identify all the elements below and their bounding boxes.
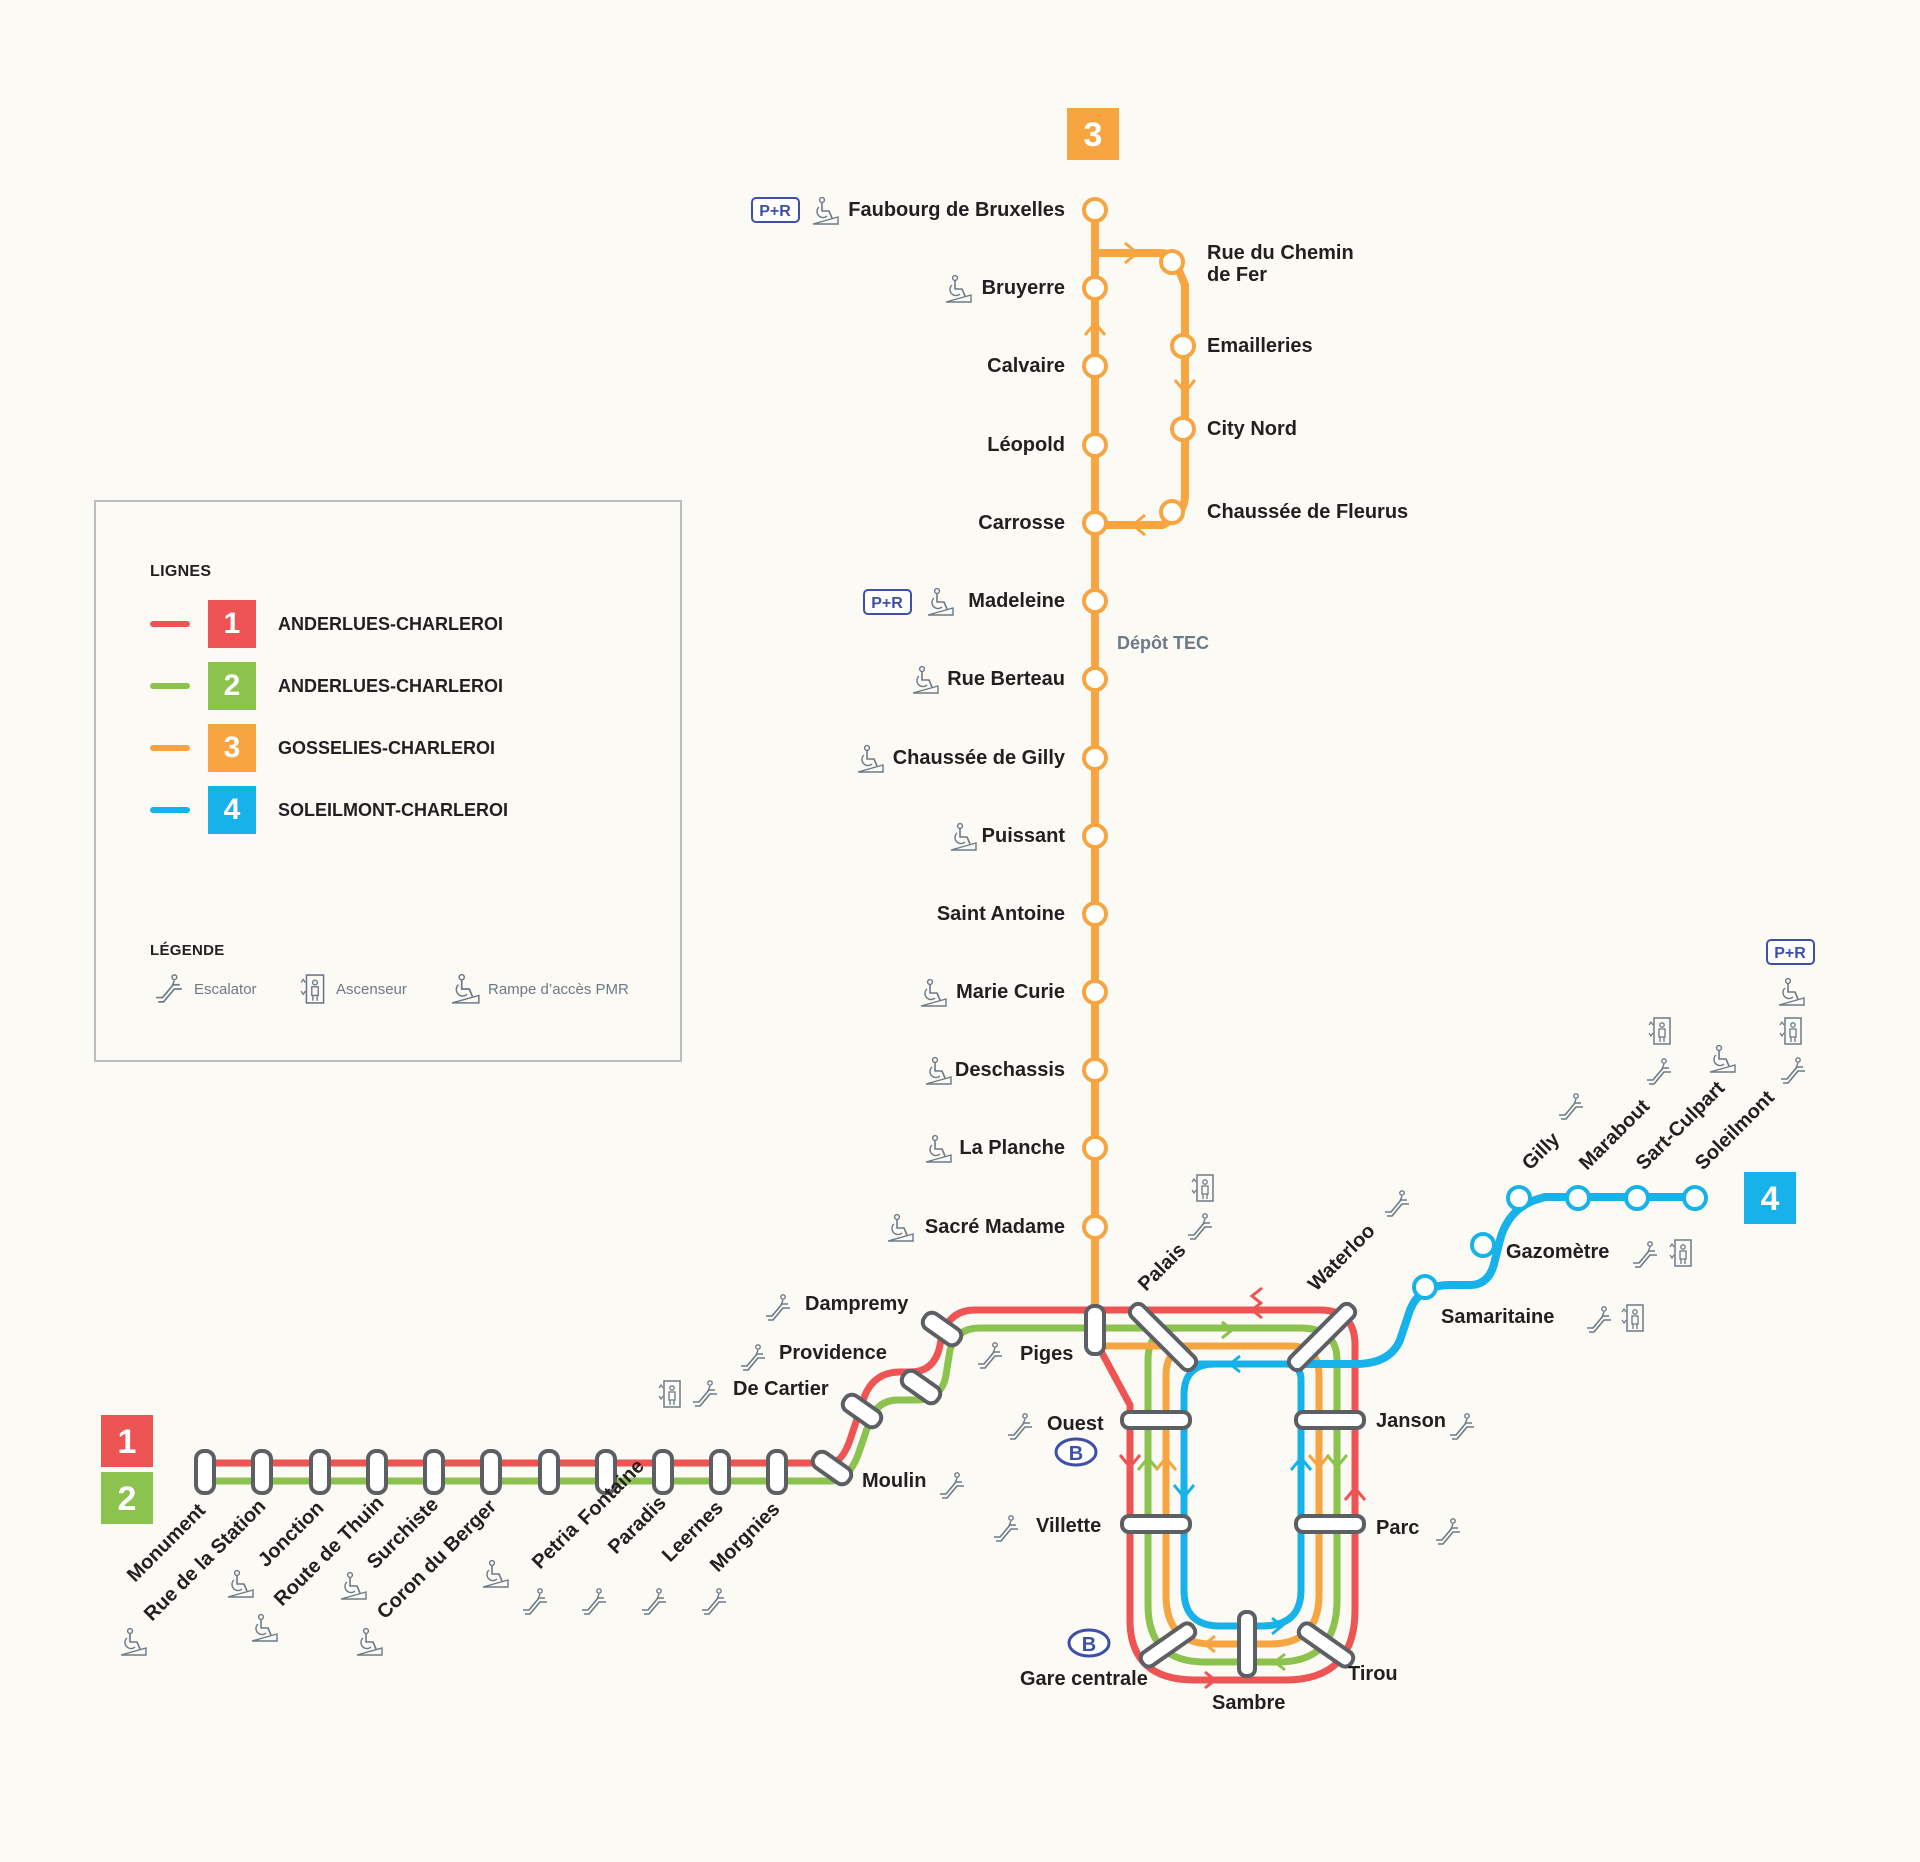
svg-text:Sacré Madame: Sacré Madame	[925, 1216, 1065, 1238]
legend-panel: LIGNES 1 ANDERLUES-CHARLEROI 2 ANDERLUES…	[94, 500, 682, 1062]
line3-labels: Faubourg de Bruxelles Bruyerre Calvaire …	[848, 199, 1408, 1238]
svg-text:Puissant: Puissant	[982, 825, 1066, 847]
svg-text:Villette: Villette	[1036, 1515, 1101, 1537]
svg-text:Léopold: Léopold	[987, 434, 1065, 456]
svg-text:Deschassis: Deschassis	[955, 1059, 1065, 1081]
legend-line-1: 1 ANDERLUES-CHARLEROI	[150, 600, 503, 648]
park-ride-badge: P+R	[751, 197, 800, 223]
park-ride-badge: P+R	[1766, 939, 1815, 965]
svg-text:Chaussée de Gilly: Chaussée de Gilly	[893, 747, 1066, 769]
svg-text:Gare centrale: Gare centrale	[1020, 1668, 1148, 1690]
legend-line-3: 3 GOSSELIES-CHARLEROI	[150, 724, 495, 772]
svg-text:Carrosse: Carrosse	[978, 512, 1065, 534]
line-color-swatch	[150, 621, 190, 627]
svg-text:Janson: Janson	[1376, 1410, 1446, 1432]
line-name: ANDERLUES-CHARLEROI	[278, 613, 503, 634]
svg-text:Waterloo: Waterloo	[1304, 1220, 1380, 1296]
line-3-badge: 3	[1067, 108, 1119, 160]
svg-text:4: 4	[1761, 1180, 1780, 1218]
loop-labels: Piges Palais Waterloo Janson Parc Tirou …	[977, 1174, 1475, 1714]
svg-text:Rue Berteau: Rue Berteau	[947, 668, 1065, 690]
svg-text:Ouest: Ouest	[1047, 1413, 1104, 1435]
svg-text:Saint Antoine: Saint Antoine	[937, 903, 1065, 925]
wheelchair-ramp-icon	[451, 974, 480, 1004]
svg-text:Marie Curie: Marie Curie	[956, 981, 1065, 1003]
park-ride-badge: P+R	[863, 589, 912, 615]
line-4-badge: 4	[1744, 1172, 1796, 1224]
legend-line-4: 4 SOLEILMONT-CHARLEROI	[150, 786, 508, 834]
svg-text:Dampremy: Dampremy	[805, 1293, 909, 1315]
line-name: ANDERLUES-CHARLEROI	[278, 675, 503, 696]
svg-text:Tirou: Tirou	[1348, 1663, 1398, 1685]
svg-text:1: 1	[118, 1423, 137, 1461]
line-name: SOLEILMONT-CHARLEROI	[278, 799, 508, 820]
legend-key-label: Ascenseur	[336, 980, 407, 998]
svg-text:Sambre: Sambre	[1212, 1692, 1285, 1714]
svg-text:Parc: Parc	[1376, 1517, 1419, 1539]
legend-key-ramp: Rampe d’accès PMR	[450, 974, 629, 1004]
svg-text:P+R: P+R	[759, 203, 791, 220]
svg-text:Chaussée de Fleurus: Chaussée de Fleurus	[1207, 501, 1408, 523]
svg-text:Dépôt TEC: Dépôt TEC	[1117, 633, 1209, 653]
line-2-badge: 2	[101, 1472, 153, 1524]
legend-key-title: LÉGENDE	[150, 942, 225, 959]
line3-access-icons	[812, 196, 977, 1242]
rail-station-icon: B	[1067, 1628, 1111, 1658]
legend-key-elevator: Ascenseur	[300, 974, 407, 1004]
svg-text:Moulin: Moulin	[862, 1470, 926, 1492]
elevator-icon	[300, 974, 325, 1004]
line-number-badge: 4	[208, 786, 256, 834]
svg-text:P+R: P+R	[871, 595, 903, 612]
legend-line-2: 2 ANDERLUES-CHARLEROI	[150, 662, 503, 710]
svg-text:Gazomètre: Gazomètre	[1506, 1241, 1609, 1263]
svg-text:Faubourg de Bruxelles: Faubourg de Bruxelles	[848, 199, 1065, 221]
loop-stations	[1120, 1301, 1366, 1678]
svg-text:Madeleine: Madeleine	[968, 590, 1065, 612]
svg-text:3: 3	[1084, 116, 1103, 154]
line-color-swatch	[150, 807, 190, 813]
svg-text:Piges: Piges	[1020, 1343, 1073, 1365]
line-1-badge: 1	[101, 1415, 153, 1467]
svg-text:De Cartier: De Cartier	[733, 1378, 829, 1400]
rail-station-icon: B	[1054, 1437, 1098, 1467]
svg-text:de Fer: de Fer	[1207, 264, 1267, 286]
svg-text:Emailleries: Emailleries	[1207, 335, 1313, 357]
svg-text:Samaritaine: Samaritaine	[1441, 1306, 1554, 1328]
west-branch-labels: Moulin De Cartier Providence Dampremy	[658, 1293, 965, 1499]
svg-text:Palais: Palais	[1134, 1239, 1190, 1295]
line-name: GOSSELIES-CHARLEROI	[278, 737, 496, 758]
svg-text:Rue du Chemin: Rue du Chemin	[1207, 242, 1354, 264]
line3-stations	[1082, 197, 1196, 1240]
svg-text:Calvaire: Calvaire	[987, 355, 1065, 377]
line-1-2-west	[205, 1306, 1100, 1485]
legend-lines-title: LIGNES	[150, 563, 212, 580]
svg-text:Gilly: Gilly	[1518, 1128, 1565, 1175]
svg-text:La Planche: La Planche	[959, 1137, 1065, 1159]
svg-text:2: 2	[118, 1480, 137, 1518]
legend-key-label: Escalator	[194, 980, 257, 998]
legend-key-label: Rampe d’accès PMR	[488, 980, 629, 998]
line-4	[1290, 1193, 1695, 1368]
svg-text:Providence: Providence	[779, 1342, 887, 1364]
line-color-swatch	[150, 683, 190, 689]
line-number-badge: 1	[208, 600, 256, 648]
svg-text:Petria: Petria	[528, 1518, 583, 1573]
line-number-badge: 2	[208, 662, 256, 710]
legend-key-escalator: Escalator	[150, 974, 257, 1004]
line4-labels: Samaritaine Gazomètre Gilly Marabout Sar…	[1441, 977, 1806, 1333]
escalator-icon	[155, 974, 183, 1003]
line4-stations	[1412, 1185, 1708, 1300]
line-number-badge: 3	[208, 724, 256, 772]
svg-text:B: B	[1069, 1443, 1083, 1465]
svg-text:B: B	[1082, 1634, 1096, 1656]
west-stations	[194, 1304, 1106, 1495]
line-color-swatch	[150, 745, 190, 751]
svg-text:Bruyerre: Bruyerre	[982, 277, 1065, 299]
svg-text:City Nord: City Nord	[1207, 418, 1297, 440]
svg-text:P+R: P+R	[1774, 945, 1806, 962]
